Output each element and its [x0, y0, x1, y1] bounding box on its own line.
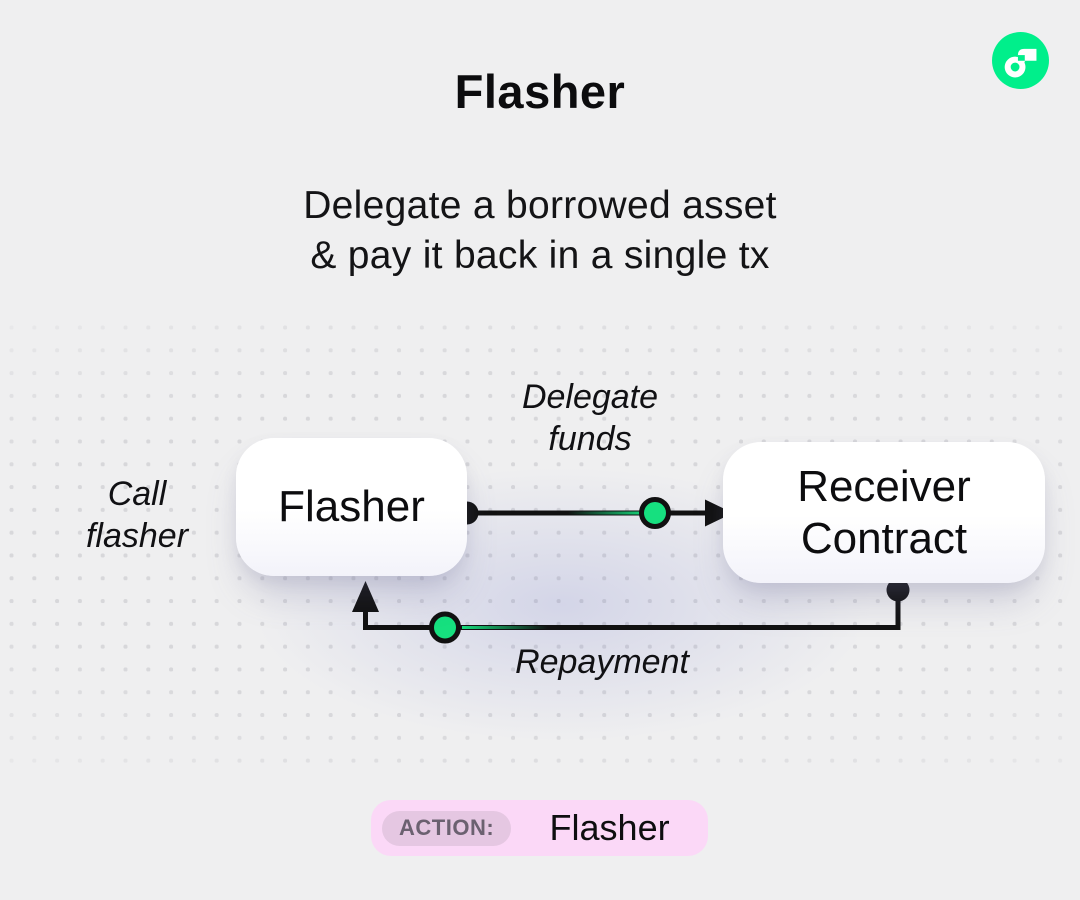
action-badge: ACTION: Flasher: [371, 800, 708, 856]
subtitle-line-2: & pay it back in a single tx: [310, 234, 770, 277]
subtitle-line-1: Delegate a borrowed asset: [303, 184, 777, 227]
repayment-green-node-dot: [429, 611, 461, 644]
label-delegate-funds-line-1: Delegate: [521, 378, 659, 416]
label-call-flasher-line-1: Call: [107, 475, 167, 513]
flow-logo-ring: [1004, 56, 1026, 78]
label-repayment-text: Repayment: [515, 643, 689, 681]
action-badge-value: Flasher: [549, 807, 670, 848]
repayment-origin-dot: [886, 578, 910, 602]
repayment-arrowhead-icon: [352, 581, 379, 612]
action-badge-key: ACTION:: [382, 810, 512, 846]
node-flasher: Flasher: [236, 438, 467, 576]
label-delegate-funds-line-2: funds: [548, 420, 632, 458]
node-receiver-label-line-2: Contract: [800, 513, 968, 563]
label-delegate-funds: Delegate funds: [480, 376, 700, 460]
page-title: Flasher: [454, 65, 626, 118]
label-call-flasher-line-2: flasher: [85, 517, 189, 555]
repayment-line: [363, 594, 901, 630]
node-receiver-label-line-1: Receiver: [797, 461, 971, 511]
flow-logo-icon: [992, 32, 1049, 89]
delegate-arrowhead-icon: [705, 499, 733, 527]
flow-logo-notch: [1017, 55, 1025, 61]
page-subtitle: Delegate a borrowed asset & pay it back …: [0, 181, 1080, 281]
label-call-flasher: Call flasher: [27, 473, 247, 557]
label-repayment: Repayment: [452, 641, 752, 683]
node-receiver-contract: Receiver Contract: [723, 442, 1045, 583]
node-flasher-label: Flasher: [278, 482, 425, 531]
delegate-green-node-dot: [639, 497, 671, 529]
